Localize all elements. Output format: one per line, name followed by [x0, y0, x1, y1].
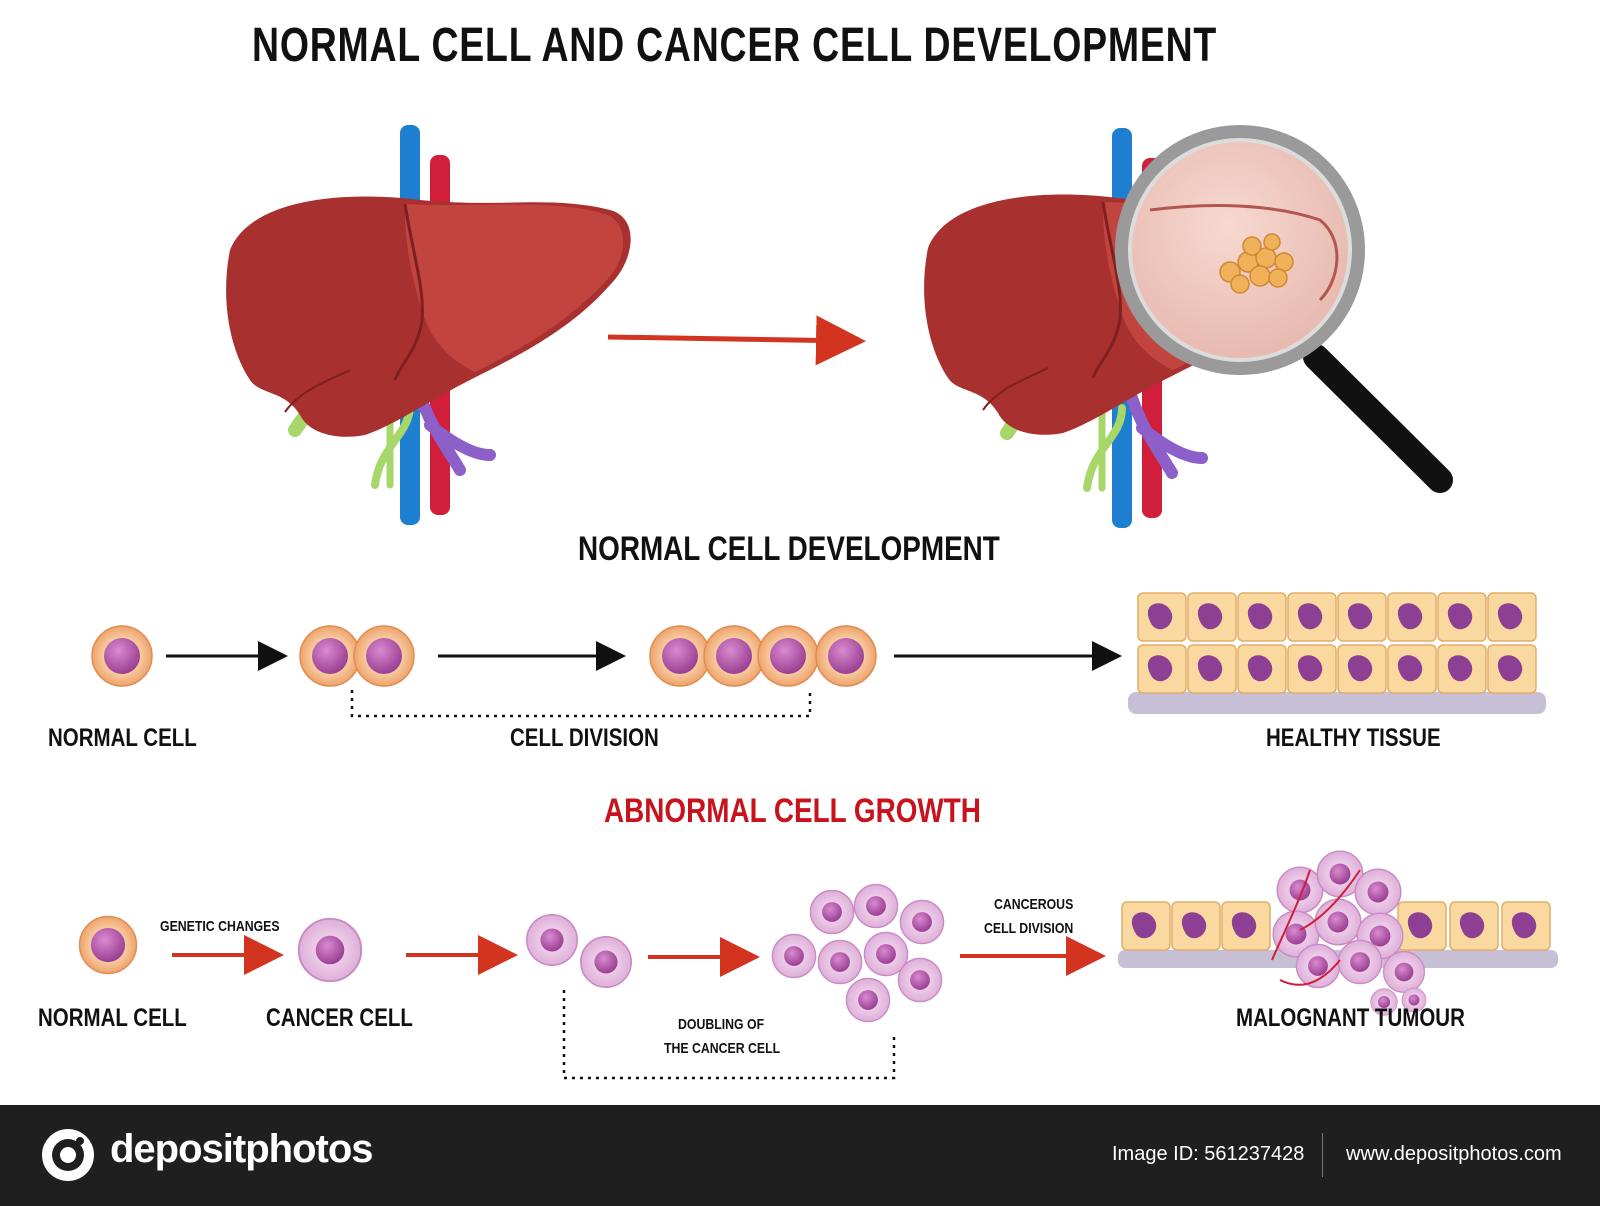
label-cell-division: CELL DIVISION — [510, 724, 659, 752]
cancer-cell-single — [297, 917, 363, 983]
site-url[interactable]: www.depositphotos.com — [1346, 1143, 1562, 1165]
abnormal-section-heading: ABNORMAL CELL GROWTH — [604, 792, 981, 830]
label-genetic-changes: GENETIC CHANGES — [160, 918, 280, 935]
label-abnormal-normal-cell: NORMAL CELL — [38, 1004, 187, 1032]
camera-logo-icon — [42, 1129, 94, 1181]
label-healthy-tissue: HEALTHY TISSUE — [1266, 724, 1441, 752]
footer-divider — [1322, 1133, 1323, 1177]
normal-cell-quad — [649, 625, 877, 687]
footer-bar: depositphotos Image ID: 561237428 www.de… — [0, 1105, 1600, 1206]
normal-liver — [224, 125, 633, 525]
malignant-tumour — [1118, 850, 1558, 1016]
healthy-tissue — [1128, 592, 1546, 714]
label-cancerous-2: CELL DIVISION — [984, 920, 1074, 937]
abnormal-normal-cell — [78, 915, 138, 975]
doubling-bracket — [562, 990, 896, 1080]
normal-cell-single — [91, 625, 153, 687]
label-doubling-1: DOUBLING OF — [678, 1016, 765, 1033]
liver-transition-arrow — [607, 315, 866, 366]
label-cancerous-1: CANCEROUS — [994, 896, 1074, 913]
label-doubling-2: THE CANCER CELL — [664, 1040, 781, 1057]
cancer-cell-pair — [526, 914, 632, 988]
label-cancer-cell: CANCER CELL — [266, 1004, 413, 1032]
cell-division-bracket — [350, 690, 812, 718]
cancer-cell-cluster — [771, 883, 945, 1023]
brand-name: depositphotos — [110, 1127, 374, 1171]
image-id: Image ID: 561237428 — [1112, 1143, 1305, 1165]
label-malignant-tumour: MALOGNANT TUMOUR — [1236, 1004, 1465, 1032]
tumor-cluster — [1219, 233, 1294, 294]
normal-section-heading: NORMAL CELL DEVELOPMENT — [578, 530, 1000, 568]
normal-cell-pair — [299, 625, 415, 687]
page-title: NORMAL CELL AND CANCER CELL DEVELOPMENT — [252, 19, 1218, 72]
label-normal-cell: NORMAL CELL — [48, 724, 197, 752]
magnifying-glass-icon — [1115, 125, 1453, 493]
